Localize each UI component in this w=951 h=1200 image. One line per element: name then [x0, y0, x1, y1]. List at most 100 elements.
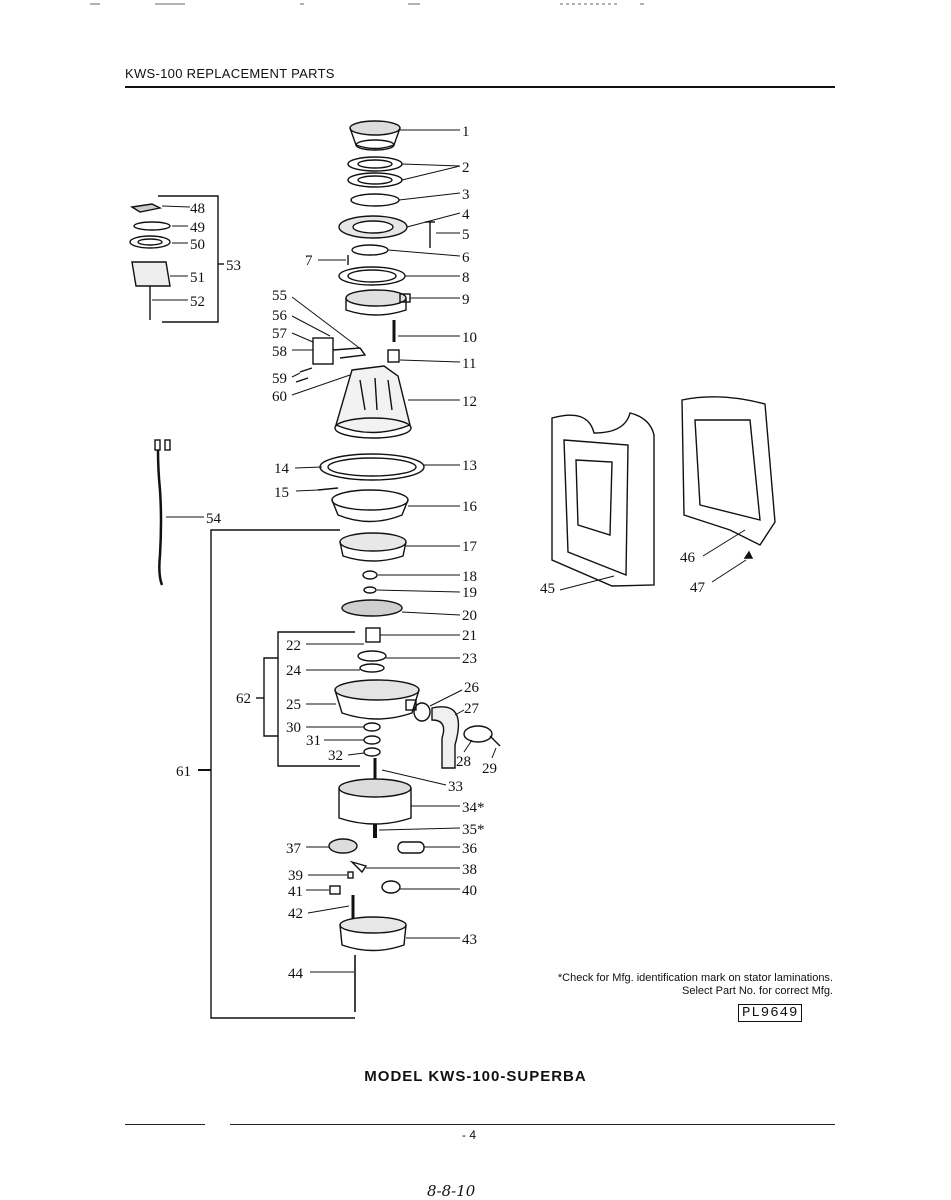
label-6: 6 [462, 250, 470, 266]
part-13-clamp-ring [319, 453, 425, 481]
part-15-screw [317, 487, 339, 491]
label-32: 32 [328, 748, 343, 764]
page-header: KWS-100 REPLACEMENT PARTS [125, 66, 335, 81]
part-11-bushing [387, 349, 400, 363]
label-43: 43 [462, 932, 477, 948]
label-15: 15 [274, 485, 289, 501]
label-38: 38 [462, 862, 477, 878]
label-14: 14 [274, 461, 290, 477]
part-18-nut [362, 570, 378, 580]
part-32-washer [363, 747, 381, 757]
part-54-power-cord [154, 439, 171, 586]
part-34-stator [338, 778, 412, 825]
label-10: 10 [462, 330, 477, 346]
part-55-60-switch-assembly [295, 337, 367, 383]
part-27-elbow [431, 706, 460, 769]
label-56: 56 [272, 308, 288, 324]
part-28-flange [463, 725, 493, 743]
part-19-washer [363, 586, 377, 594]
label-1: 1 [462, 124, 470, 140]
part-30-seal [363, 722, 381, 732]
label-58: 58 [272, 344, 287, 360]
label-7: 7 [305, 253, 313, 269]
part-40-plug [381, 880, 401, 894]
stator-note: *Check for Mfg. identification mark on s… [557, 972, 833, 997]
part-45-shroud-front [551, 412, 655, 587]
part-24-washer [359, 663, 385, 673]
part-36-capacitor [397, 841, 425, 854]
label-46: 46 [680, 550, 696, 566]
label-29: 29 [482, 761, 497, 777]
part-41-clip [329, 885, 341, 895]
label-26: 26 [464, 680, 480, 696]
label-28: 28 [456, 754, 471, 770]
part-4-mounting-ring [338, 215, 408, 239]
page-number: - 4 [462, 1128, 477, 1142]
part-17-ring [339, 532, 407, 562]
footer-rule-left [125, 1124, 205, 1125]
label-25: 25 [286, 697, 301, 713]
part-12-hopper [334, 365, 412, 439]
label-61: 61 [176, 764, 191, 780]
label-48: 48 [190, 201, 205, 217]
document-code: PL9649 [738, 1004, 803, 1022]
label-23: 23 [462, 651, 477, 667]
part-20-impeller [341, 599, 403, 617]
label-37: 37 [286, 841, 302, 857]
top-scan-marks [90, 3, 644, 5]
part-46-shroud-back [681, 396, 776, 546]
label-62: 62 [236, 691, 251, 707]
label-12: 12 [462, 394, 477, 410]
label-5: 5 [462, 227, 470, 243]
part-38-clip [349, 860, 368, 874]
label-53: 53 [226, 258, 241, 274]
part-6-snap-ring [351, 244, 389, 256]
label-18: 18 [462, 569, 477, 585]
bracket-53 [158, 195, 219, 323]
handwritten-date: 8-8-10 [427, 1182, 476, 1200]
label-39: 39 [288, 868, 303, 884]
label-52: 52 [190, 294, 205, 310]
label-24: 24 [286, 663, 302, 679]
part-16-gasket [331, 489, 409, 523]
part-48-52-stopper-assembly [129, 203, 171, 320]
label-22: 22 [286, 638, 301, 654]
label-27: 27 [464, 701, 480, 717]
bracket-61 [210, 529, 355, 1019]
label-21: 21 [462, 628, 477, 644]
part-25-grind-chamber [334, 679, 420, 720]
label-17: 17 [462, 539, 478, 555]
label-55: 55 [272, 288, 287, 304]
label-8: 8 [462, 270, 470, 286]
label-35: 35* [462, 822, 485, 838]
model-title: MODEL KWS-100-SUPERBA [364, 1068, 587, 1085]
label-41: 41 [288, 884, 303, 900]
part-1-sink-flange [349, 120, 401, 151]
part-47-screw [743, 550, 754, 559]
part-8-ring [338, 266, 406, 286]
label-60: 60 [272, 389, 287, 405]
part-43-end-bell [339, 916, 407, 952]
label-40: 40 [462, 883, 477, 899]
footer-rule-right [230, 1124, 835, 1125]
part-21-bushing [365, 627, 381, 643]
label-13: 13 [462, 458, 477, 474]
part-9-collar [345, 289, 411, 316]
label-20: 20 [462, 608, 477, 624]
label-47: 47 [690, 580, 706, 596]
part-23-washer [357, 650, 387, 662]
label-31: 31 [306, 733, 321, 749]
label-3: 3 [462, 187, 470, 203]
label-33: 33 [448, 779, 463, 795]
label-44: 44 [288, 966, 304, 982]
part-31-washer [363, 735, 381, 745]
label-51: 51 [190, 270, 205, 286]
label-30: 30 [286, 720, 301, 736]
label-36: 36 [462, 841, 478, 857]
part-26-gasket [413, 702, 431, 722]
label-50: 50 [190, 237, 205, 253]
part-3-ring [350, 193, 400, 207]
part-2-gaskets [347, 156, 403, 188]
label-45: 45 [540, 581, 555, 597]
